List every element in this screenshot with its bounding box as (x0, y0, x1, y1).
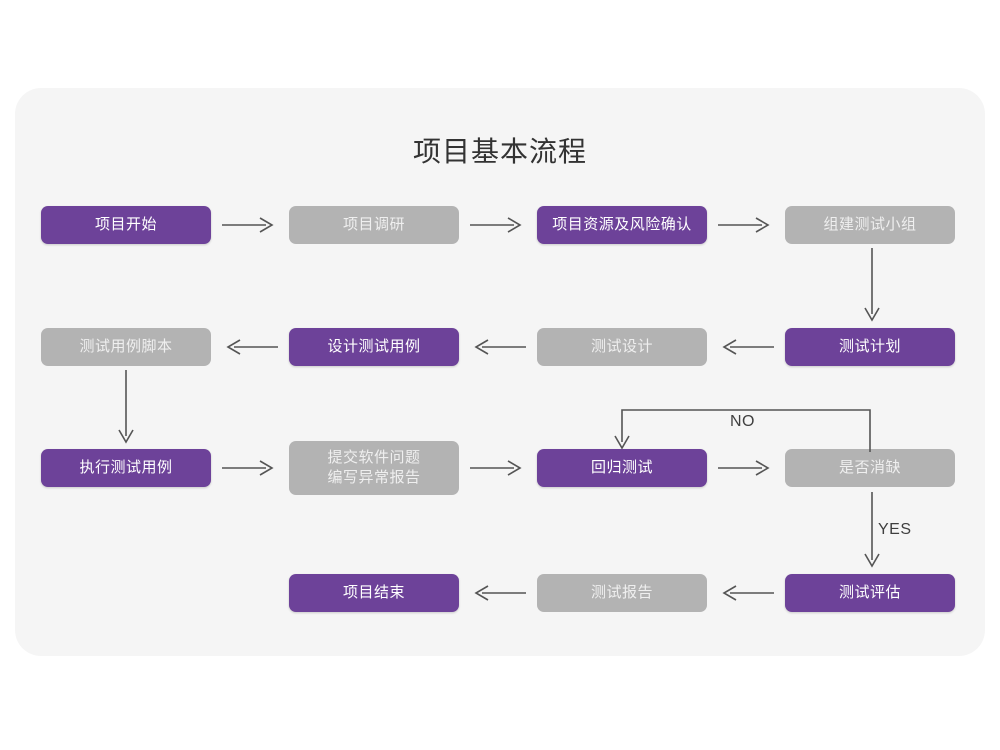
arrow-feedback-no-n12-n11 (612, 404, 882, 456)
node-project-start[interactable]: 项目开始 (41, 206, 211, 244)
node-project-end[interactable]: 项目结束 (289, 574, 459, 612)
arrow-right-n3-n4 (718, 215, 774, 235)
edge-label-no: NO (730, 413, 755, 430)
node-test-design[interactable]: 测试设计 (537, 328, 707, 366)
node-test-plan[interactable]: 测试计划 (785, 328, 955, 366)
node-resource-risk-confirm[interactable]: 项目资源及风险确认 (537, 206, 707, 244)
arrow-right-n10-n11 (470, 458, 526, 478)
node-regression-test[interactable]: 回归测试 (537, 449, 707, 487)
node-form-test-team[interactable]: 组建测试小组 (785, 206, 955, 244)
arrow-down-yes-n12-n15 (862, 492, 882, 572)
arrow-right-n1-n2 (222, 215, 278, 235)
arrow-right-n11-n12 (718, 458, 774, 478)
edge-label-yes: YES (878, 521, 912, 538)
arrow-left-n6-n5 (222, 337, 278, 357)
flowchart-card (15, 88, 985, 656)
node-test-case-script[interactable]: 测试用例脚本 (41, 328, 211, 366)
node-project-research[interactable]: 项目调研 (289, 206, 459, 244)
node-defect-resolved[interactable]: 是否消缺 (785, 449, 955, 487)
node-test-evaluation[interactable]: 测试评估 (785, 574, 955, 612)
arrow-left-n7-n6 (470, 337, 526, 357)
node-execute-test-case[interactable]: 执行测试用例 (41, 449, 211, 487)
node-design-test-case[interactable]: 设计测试用例 (289, 328, 459, 366)
arrow-down-n5-n9 (116, 370, 136, 446)
node-test-report[interactable]: 测试报告 (537, 574, 707, 612)
arrow-down-n4-n8 (862, 248, 882, 324)
arrow-left-n15-n14 (718, 583, 774, 603)
arrow-right-n9-n10 (222, 458, 278, 478)
page-title: 项目基本流程 (412, 136, 587, 167)
arrow-right-n2-n3 (470, 215, 526, 235)
arrow-left-n14-n13 (470, 583, 526, 603)
arrow-left-n8-n7 (718, 337, 774, 357)
node-submit-defect-report[interactable]: 提交软件问题 编写异常报告 (289, 441, 459, 495)
